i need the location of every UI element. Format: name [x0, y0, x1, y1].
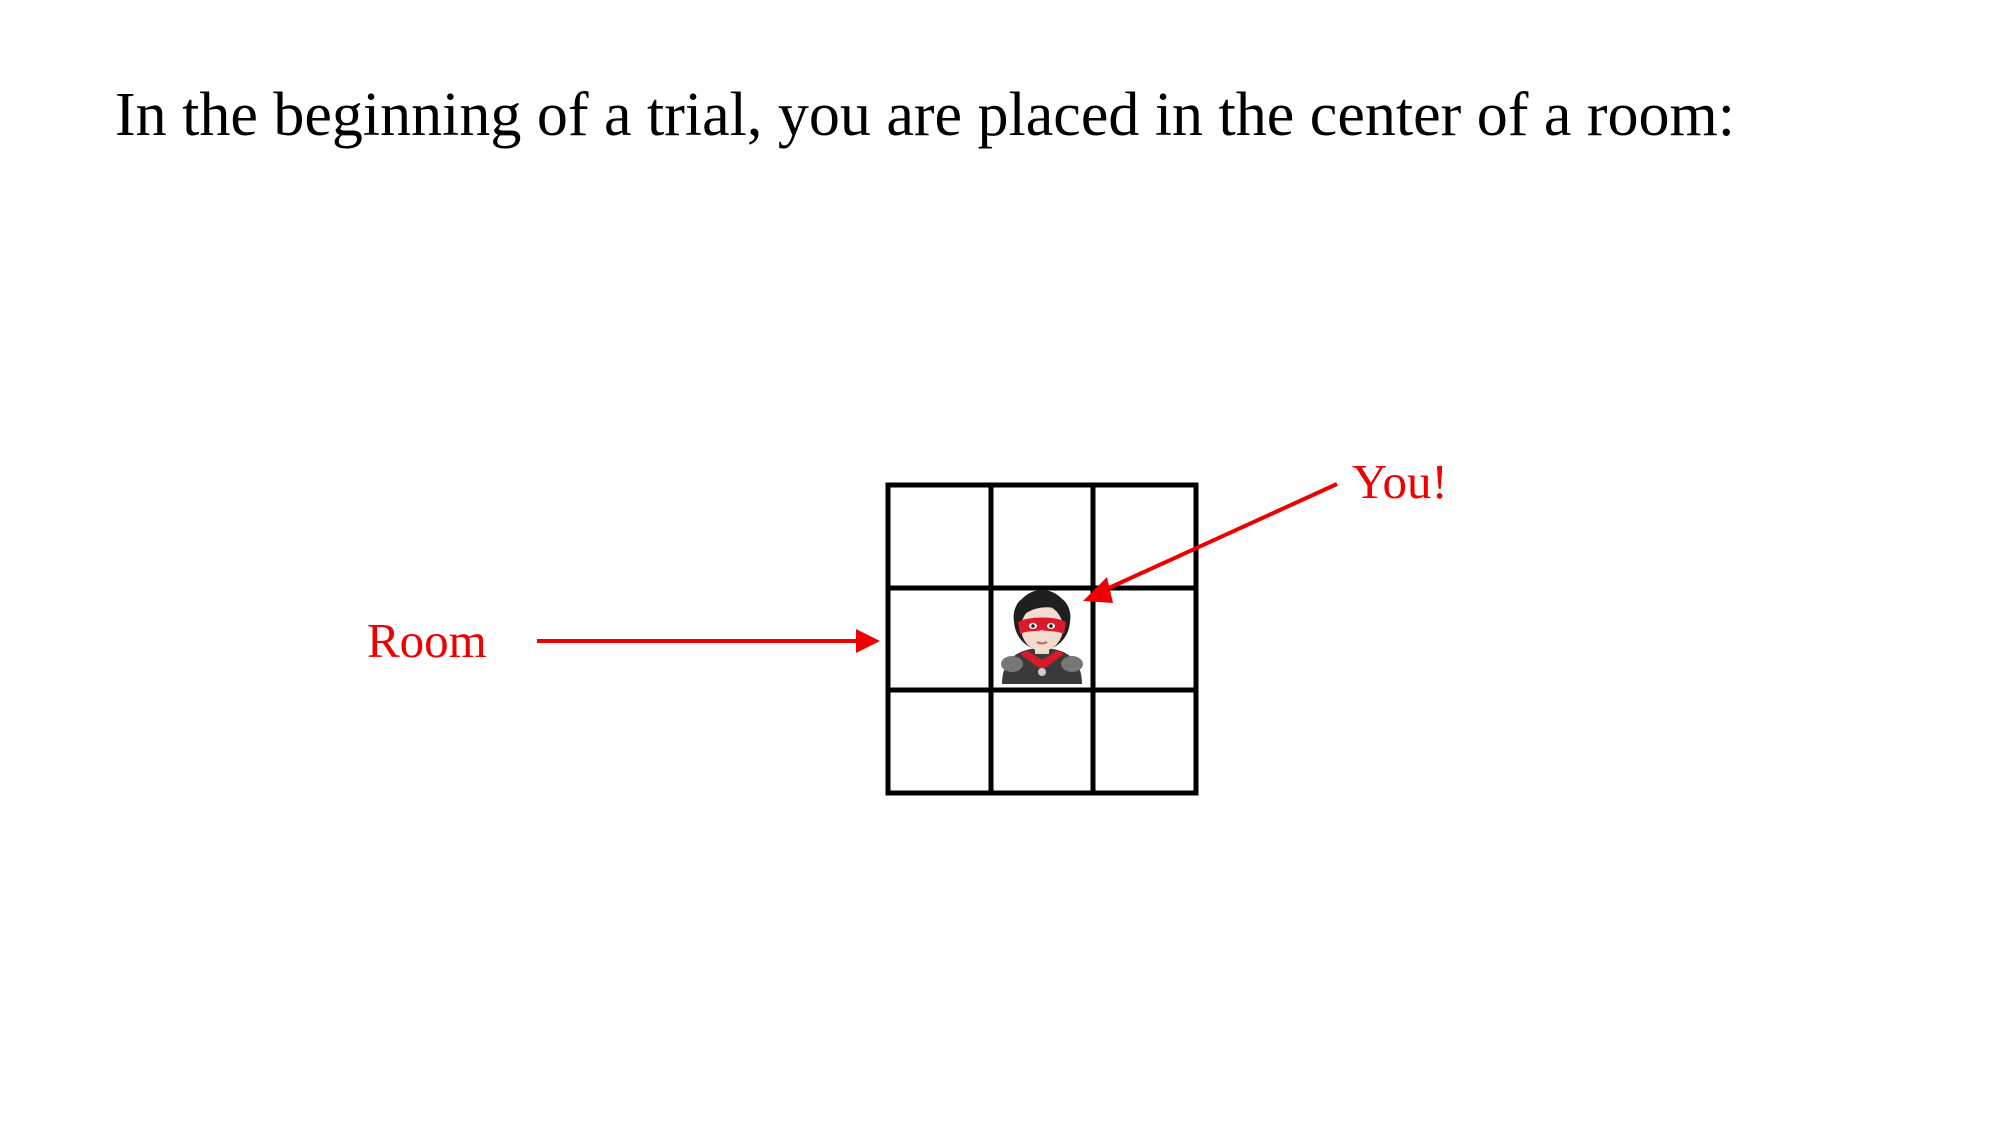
grid-cell: [988, 482, 1096, 591]
you-label: You!: [1352, 454, 1448, 509]
grid-cell: [885, 585, 994, 693]
superhero-icon: [1001, 590, 1083, 684]
grid-cell: [885, 482, 994, 591]
grid-cell: [988, 687, 1096, 796]
room-arrowhead: [856, 629, 880, 653]
room-label: Room: [367, 613, 487, 668]
grid-cell: [1090, 687, 1199, 796]
you-arrow: [1099, 482, 1338, 594]
grid-cell: [1090, 585, 1199, 693]
you-arrowhead: [1083, 577, 1113, 603]
grid-cell: [885, 687, 994, 796]
instruction-text: In the beginning of a trial, you are pla…: [115, 81, 1735, 149]
